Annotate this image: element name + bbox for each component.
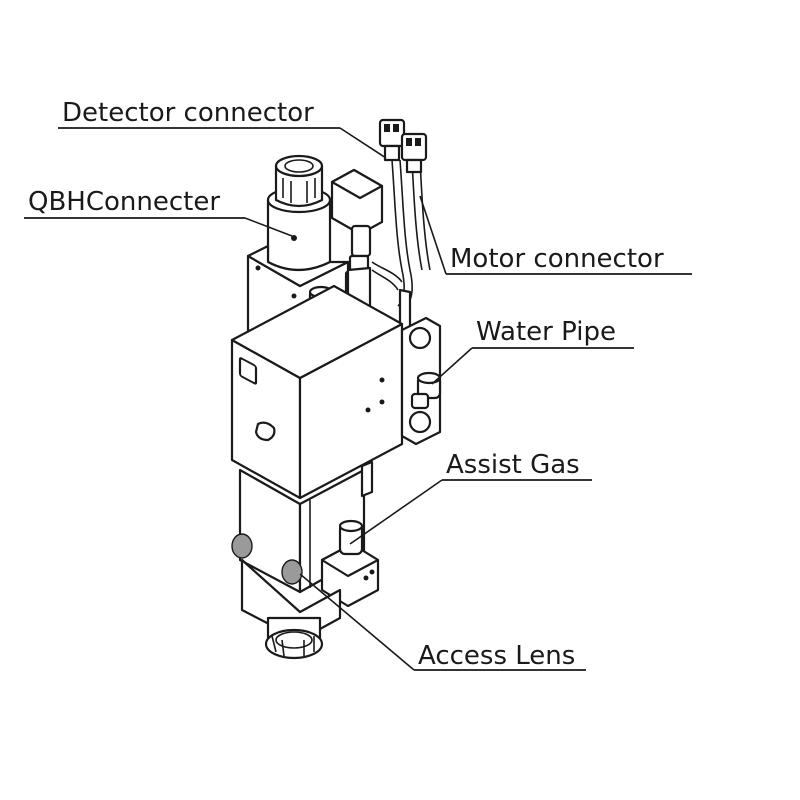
label-water: Water Pipe: [476, 317, 616, 347]
leader-motor: [419, 195, 447, 275]
callout-qbh: QBHConnecter: [24, 187, 293, 237]
leader-detector: [339, 127, 387, 159]
leader-gas: [349, 479, 443, 545]
motor-connector-plug: [400, 132, 428, 174]
callout-detector: Detector connector: [58, 98, 387, 159]
callout-gas: Assist Gas: [349, 450, 592, 545]
label-gas: Assist Gas: [446, 450, 580, 480]
leader-lens: [299, 573, 415, 671]
assist-gas-fitting: [320, 519, 380, 608]
label-qbh: QBHConnecter: [28, 187, 220, 217]
cable-harness: [371, 159, 431, 307]
leader-water: [431, 347, 473, 385]
leader-qbh: [244, 217, 293, 237]
laser-head-device: [230, 118, 442, 660]
label-motor: Motor connector: [450, 244, 664, 274]
detector-connector-plug: [378, 118, 406, 162]
callout-lens: Access Lens: [299, 573, 586, 671]
callout-motor: Motor connector: [419, 195, 692, 275]
callout-water: Water Pipe: [431, 317, 634, 385]
water-manifold: [400, 316, 442, 446]
adjust-knobs: [231, 533, 303, 585]
label-detector: Detector connector: [62, 98, 314, 128]
label-lens: Access Lens: [418, 641, 575, 671]
qbh-cylinder: [266, 154, 332, 272]
lens-section: [240, 558, 342, 660]
motor-box: [330, 168, 384, 272]
main-body: [230, 284, 404, 500]
